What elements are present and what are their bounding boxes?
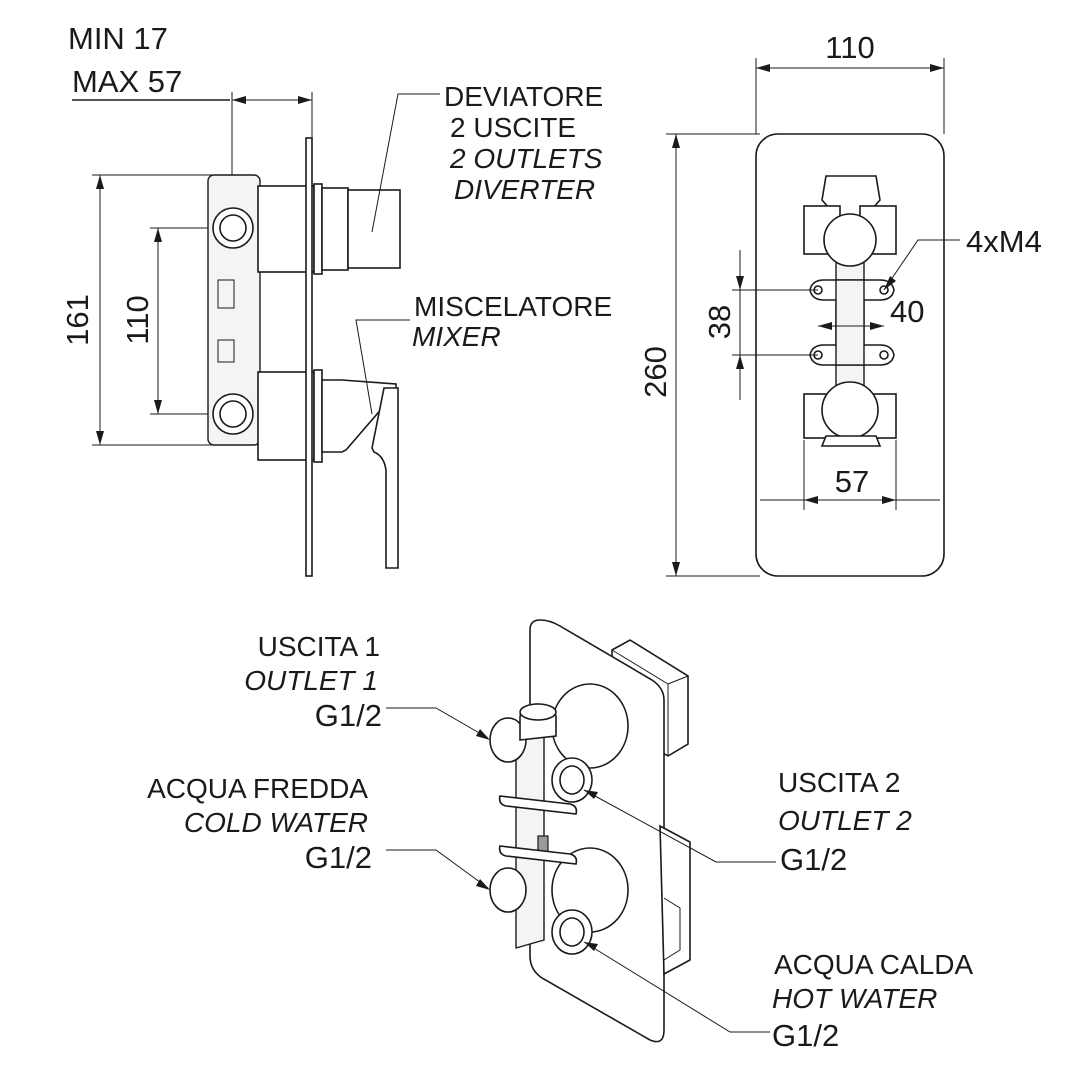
arrowhead — [154, 228, 162, 242]
mixer-lever — [371, 387, 399, 569]
hot-label-2: HOT WATER — [772, 983, 937, 1014]
iso-upper-cartridge — [551, 683, 629, 769]
mixer-label-1: MISCELATORE — [414, 291, 612, 322]
diverter-cartridge — [257, 185, 315, 273]
arrowhead — [882, 496, 896, 504]
diverter-label-4: DIVERTER — [454, 174, 595, 205]
diverter-sleeve — [321, 187, 349, 271]
arrowhead — [584, 790, 598, 799]
cold-thread: G1/2 — [305, 840, 372, 875]
arrowhead — [756, 64, 770, 72]
arrowhead — [736, 276, 744, 290]
upper-hub — [823, 213, 877, 267]
mixer-label-2: MIXER — [412, 321, 501, 352]
iso-upper-lug — [498, 795, 578, 815]
diverter-label-2: 2 USCITE — [450, 112, 576, 143]
iso-lower-lug — [498, 845, 578, 865]
depth-max-label: MAX 57 — [72, 64, 182, 99]
lower-outlet-fitting — [820, 435, 882, 447]
hot-label-1: ACQUA CALDA — [774, 949, 973, 980]
arrowhead — [804, 496, 818, 504]
iso-edge — [611, 649, 669, 685]
body-mark — [217, 279, 235, 309]
diverter-label-1: DEVIATORE — [444, 81, 603, 112]
arrowhead — [672, 134, 680, 148]
arrowhead — [476, 729, 490, 740]
depth-min-label: MIN 17 — [68, 21, 168, 56]
arrowhead — [736, 355, 744, 369]
cold-leader — [386, 849, 489, 889]
screw-horizontal-label: 40 — [890, 294, 924, 329]
side-view: MIN 17 MAX 57 161 110 — [60, 21, 612, 577]
mixer-cartridge — [257, 371, 315, 461]
lower-hub — [821, 381, 879, 439]
diverter-label-3: 2 OUTLETS — [449, 143, 603, 174]
iso-lever-edge — [663, 897, 681, 961]
iso-top-fitting-cap — [519, 703, 557, 721]
arrowhead — [930, 64, 944, 72]
arrowhead — [672, 562, 680, 576]
diverter-leader — [371, 93, 440, 233]
iso-mixer-lever — [659, 824, 691, 976]
arrowhead — [476, 879, 490, 890]
upper-inlet-bore — [219, 214, 247, 242]
arrowhead — [96, 431, 104, 445]
iso-hot-bore — [559, 917, 585, 947]
diverter-knob — [347, 189, 401, 269]
outlet1-thread: G1/2 — [315, 698, 382, 733]
wall-plate — [305, 137, 313, 577]
arrowhead — [870, 322, 884, 330]
outlet2-thread: G1/2 — [780, 842, 847, 877]
outlet2-label-1: USCITA 2 — [778, 767, 900, 798]
outlet2-leader — [583, 789, 776, 863]
hot-thread: G1/2 — [772, 1018, 839, 1053]
screw-hole — [879, 350, 889, 360]
outlet1-label-2: OUTLET 1 — [244, 665, 378, 696]
arrowhead — [232, 96, 246, 104]
body-mark — [217, 339, 235, 363]
fixing-screws-label: 4xM4 — [966, 224, 1042, 259]
outlet2-label-2: OUTLET 2 — [778, 805, 912, 836]
body-width-label: 57 — [835, 464, 869, 499]
arrowhead — [884, 276, 896, 290]
mixer-collar — [313, 369, 323, 463]
mixer-leader — [355, 319, 410, 415]
plate-width-label: 110 — [825, 30, 874, 65]
overall-height-label: 161 — [60, 294, 95, 346]
inlet-spacing-label: 110 — [120, 295, 155, 344]
mixer-lever-base — [321, 379, 397, 453]
iso-view: USCITA 1 OUTLET 1 G1/2 ACQUA FREDDA COLD… — [147, 619, 973, 1053]
cold-label-2: COLD WATER — [184, 807, 368, 838]
front-body-spine-mid — [835, 279, 865, 366]
hot-leader — [583, 941, 770, 1033]
diverter-collar — [313, 183, 323, 275]
screw-leader — [883, 239, 960, 291]
lower-inlet-bore — [219, 400, 247, 428]
plate-height-label: 260 — [638, 346, 673, 398]
arrowhead — [818, 322, 832, 330]
front-view: 110 260 38 — [638, 30, 1042, 577]
arrowhead — [298, 96, 312, 104]
screw-vertical-label: 38 — [702, 305, 737, 339]
iso-edge — [667, 675, 689, 685]
outlet1-leader — [386, 707, 489, 739]
outlet1-label-1: USCITA 1 — [258, 631, 380, 662]
arrowhead — [154, 400, 162, 414]
iso-cold-boss — [489, 867, 527, 913]
arrowhead — [584, 942, 598, 951]
arrowhead — [96, 175, 104, 189]
iso-outlet2-bore — [559, 765, 585, 795]
cold-label-1: ACQUA FREDDA — [147, 773, 368, 804]
